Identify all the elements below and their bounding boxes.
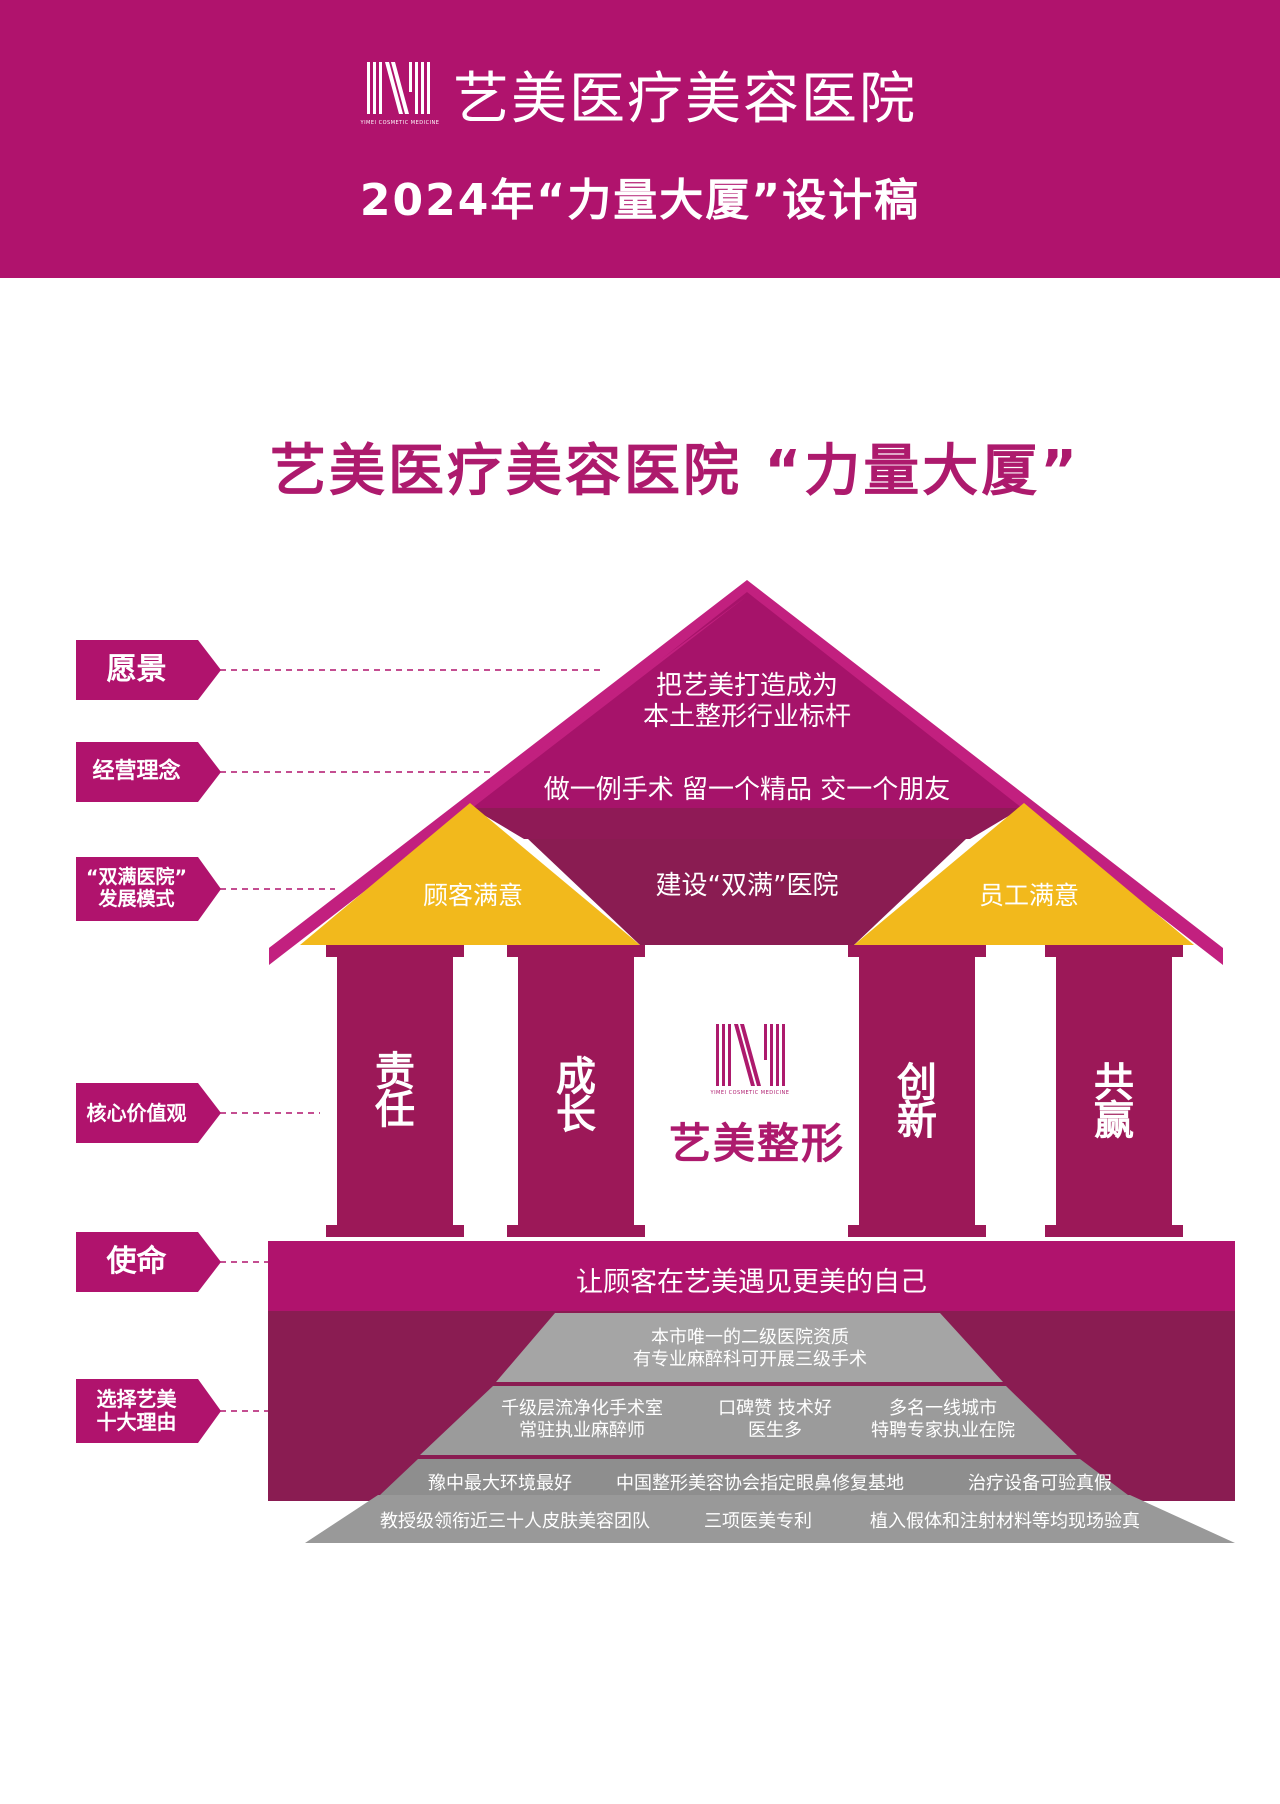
tier-4-b-text: 三项医美专利 [704, 1511, 812, 1532]
pillar-1-text: 责任 [375, 1049, 415, 1133]
vision-text-line1: 把艺美打造成为 [655, 671, 838, 701]
pillar-4 [1045, 945, 1183, 1237]
page-title: 艺美医疗美容医院 “力量大厦” [269, 439, 1081, 504]
gold-left-triangle [300, 803, 640, 945]
gold-right-triangle [854, 803, 1194, 945]
header-banner: YIMEI COSMETIC MEDICINE 艺美医疗美容医院 2024年“力… [0, 0, 1280, 278]
pillar-3 [848, 945, 986, 1237]
label-values: 核心价值观 [76, 1083, 221, 1143]
mission-bar [268, 1241, 1235, 1311]
label-vision: 愿景 [76, 640, 221, 700]
employee-satisfaction-text: 员工满意 [978, 881, 1079, 910]
tier-3-b-text: 中国整形美容协会指定眼鼻修复基地 [616, 1473, 904, 1494]
label-reasons: 选择艺美 十大理由 [76, 1379, 221, 1443]
pillar-1 [326, 945, 464, 1237]
label-mission: 使命 [76, 1232, 221, 1292]
roof-philosophy-band [472, 808, 1022, 839]
pillar-2 [507, 945, 645, 1237]
model-center-text: 建设“双满”医院 [655, 871, 839, 901]
tier-3-a-text: 豫中最大环境最好 [428, 1473, 572, 1494]
vision-text-line2: 本土整形行业标杆 [642, 702, 851, 732]
tier-2-b-text: 口碑赞 技术好医生多 [718, 1398, 832, 1441]
center-logo-small-text: YIMEI COSMETIC MEDICINE [710, 1090, 790, 1096]
mission-text: 让顾客在艺美遇见更美的自己 [576, 1267, 927, 1298]
center-logo-text: 艺美整形 [668, 1119, 845, 1168]
label-philosophy: 经营理念 [76, 742, 221, 802]
header-subtitle: 2024年“力量大厦”设计稿 [359, 175, 921, 226]
tier-4-c-text: 植入假体和注射材料等均现场验真 [870, 1511, 1140, 1532]
tier-2 [420, 1386, 1077, 1455]
tier-4 [305, 1495, 1235, 1543]
header-logo: YIMEI COSMETIC MEDICINE 艺美医疗美容医院 [0, 54, 1280, 134]
yimei-logo-icon: YIMEI COSMETIC MEDICINE [361, 54, 439, 134]
tier-3-c-text: 治疗设备可验真假 [968, 1473, 1112, 1494]
center-logo-icon [716, 1024, 785, 1086]
pillar-4-text: 共赢 [1094, 1060, 1134, 1144]
tier-1 [496, 1313, 1003, 1382]
logo-small-text: YIMEI COSMETIC MEDICINE [360, 120, 440, 126]
tier-1-text: 本市唯一的二级医院资质有专业麻醉科可开展三级手术 [633, 1327, 867, 1370]
philosophy-text: 做一例手术 留一个精品 交一个朋友 [543, 775, 951, 805]
label-model: “双满医院” 发展模式 [76, 857, 221, 921]
tier-2-c-text: 多名一线城市特聘专家执业在院 [871, 1398, 1015, 1441]
customer-satisfaction-text: 顾客满意 [422, 881, 523, 910]
pillar-3-text: 创新 [897, 1060, 937, 1144]
tier-2-a-text: 千级层流净化手术室常驻执业麻醉师 [501, 1398, 663, 1441]
roof-left-wing [269, 596, 747, 948]
header-logo-text: 艺美医疗美容医院 [453, 66, 917, 132]
tier-3 [380, 1459, 1128, 1495]
tier-4-a-text: 教授级领衔近三十人皮肤美容团队 [380, 1511, 650, 1532]
roof-vision [472, 592, 1022, 808]
pillar-2-text: 成长 [556, 1054, 596, 1138]
roof-model-band [528, 839, 966, 945]
